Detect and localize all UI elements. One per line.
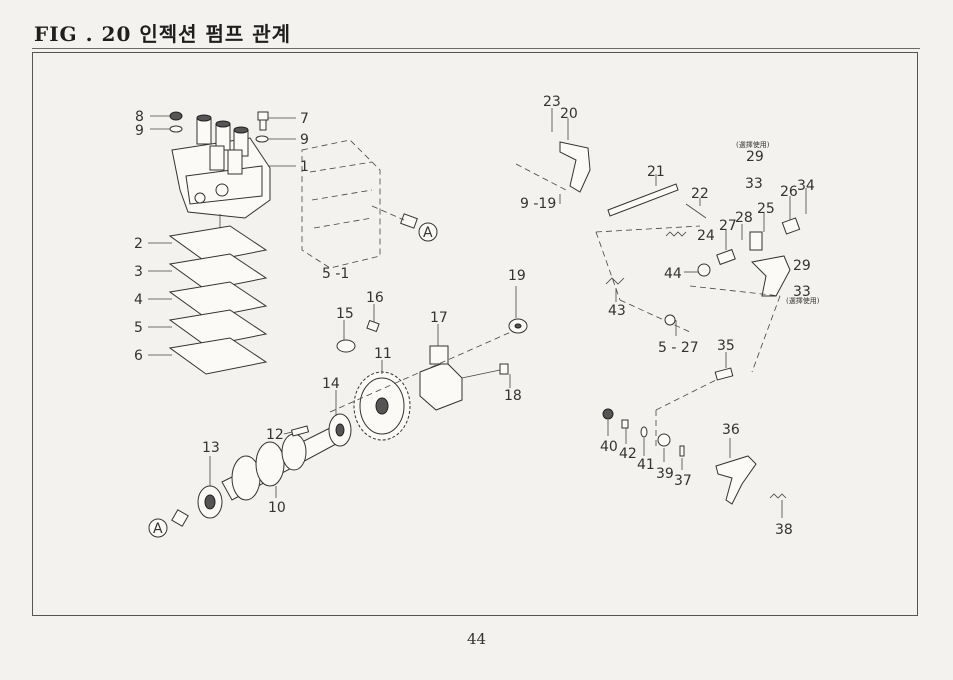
- selection-note-top: (選擇使用): [736, 140, 770, 149]
- lever-part-36: [715, 438, 757, 505]
- callout-16: 16: [366, 290, 384, 306]
- callout-9-19: 9 -19: [520, 196, 556, 212]
- callout-26: 26: [780, 184, 798, 200]
- callout-10: 10: [268, 500, 286, 516]
- callout-7: 7: [300, 111, 309, 127]
- callout-9: 9: [135, 123, 144, 139]
- spring-part-38: [769, 493, 787, 518]
- callout-18: 18: [504, 388, 522, 404]
- callout-22: 22: [691, 186, 709, 202]
- callout-1: 1: [300, 159, 309, 175]
- drive-gear-part-11: [353, 360, 411, 441]
- knob-part-44: [684, 263, 711, 277]
- callout-33b: 33: [793, 284, 811, 300]
- callout-17: 17: [430, 310, 448, 326]
- callout-8: 8: [135, 109, 144, 125]
- callout-6: 6: [134, 348, 143, 364]
- callout-42: 42: [619, 446, 637, 462]
- washer-parts-40-42: [602, 408, 648, 456]
- callout-29: 29: [746, 149, 764, 165]
- selection-note-bottom: (選擇使用): [786, 296, 820, 305]
- nut-part-8: [150, 111, 183, 121]
- callout-19: 19: [508, 268, 526, 284]
- callout-33: 33: [745, 176, 763, 192]
- spring-part-43: [605, 277, 625, 302]
- key-part-12: [283, 425, 310, 437]
- figure-title: FIG . 20 인젝션 펌프 관계: [34, 22, 292, 46]
- bolt-part-35: [714, 352, 734, 381]
- callout-23: 23: [543, 94, 561, 110]
- callout-24: 24: [697, 228, 715, 244]
- lever-part-39: [657, 433, 671, 462]
- reference-marker-a-top: [418, 222, 438, 242]
- bolt-part-7: [257, 111, 296, 131]
- ref-marker-a-top-label: A: [423, 225, 433, 241]
- callout-25: 25: [757, 201, 775, 217]
- diagram-frame: [32, 52, 918, 616]
- callout-35: 35: [717, 338, 735, 354]
- washer-part-19: [508, 286, 528, 334]
- bearing-part-14: [328, 390, 352, 447]
- shaft-axis: [329, 327, 521, 413]
- governor-part-17: [419, 324, 463, 411]
- title-rule: [32, 48, 920, 49]
- lever-part-20: [559, 118, 591, 193]
- washer-part-9b: [255, 135, 296, 143]
- callout-12: 12: [266, 427, 284, 443]
- callout-2: 2: [134, 236, 143, 252]
- spring-part-24: [665, 231, 687, 237]
- callout-5-1: 5 -1: [322, 266, 349, 282]
- callout-14: 14: [322, 376, 340, 392]
- lever-assembly-25-29: [716, 188, 807, 297]
- callout-44: 44: [664, 266, 682, 282]
- callout-3: 3: [134, 264, 143, 280]
- pin-part-18: [461, 363, 511, 388]
- callout-21: 21: [647, 164, 665, 180]
- callout-37: 37: [674, 473, 692, 489]
- injection-pump-assembly: [171, 114, 271, 238]
- spring-set-9-19: [515, 163, 567, 204]
- pin-part-37: [679, 445, 685, 470]
- callout-15: 15: [336, 306, 354, 322]
- callout-4: 4: [134, 292, 143, 308]
- washer-part-9: [150, 125, 183, 133]
- callout-40: 40: [600, 439, 618, 455]
- callout-27: 27: [719, 218, 737, 234]
- callout-5: 5: [134, 320, 143, 336]
- callout-38: 38: [775, 522, 793, 538]
- callout-28: 28: [735, 210, 753, 226]
- pump-housing-outline: [301, 139, 418, 269]
- callout-41: 41: [637, 457, 655, 473]
- reference-marker-a-bottom: [148, 509, 189, 538]
- callout-34: 34: [797, 178, 815, 194]
- callout-43: 43: [608, 303, 626, 319]
- callout-9b: 9: [300, 132, 309, 148]
- bolt-part-16: [366, 304, 380, 333]
- page-number: 44: [466, 630, 487, 648]
- bearing-part-13: [197, 456, 223, 519]
- ref-marker-a-bottom-label: A: [153, 521, 163, 537]
- callout-11: 11: [374, 346, 392, 362]
- collar-part-5-27: [664, 314, 677, 336]
- callout-36: 36: [722, 422, 740, 438]
- callout-39: 39: [656, 466, 674, 482]
- pin-part-22: [685, 198, 707, 219]
- gasket-stack: [148, 225, 268, 375]
- spacer-part-15: [336, 320, 356, 353]
- callout-20: 20: [560, 106, 578, 122]
- rod-part-21: [607, 174, 679, 217]
- callout-13: 13: [202, 440, 220, 456]
- callout-29b: 29: [793, 258, 811, 274]
- callout-5-27: 5 - 27: [658, 340, 699, 356]
- linkage-lines: [595, 225, 781, 450]
